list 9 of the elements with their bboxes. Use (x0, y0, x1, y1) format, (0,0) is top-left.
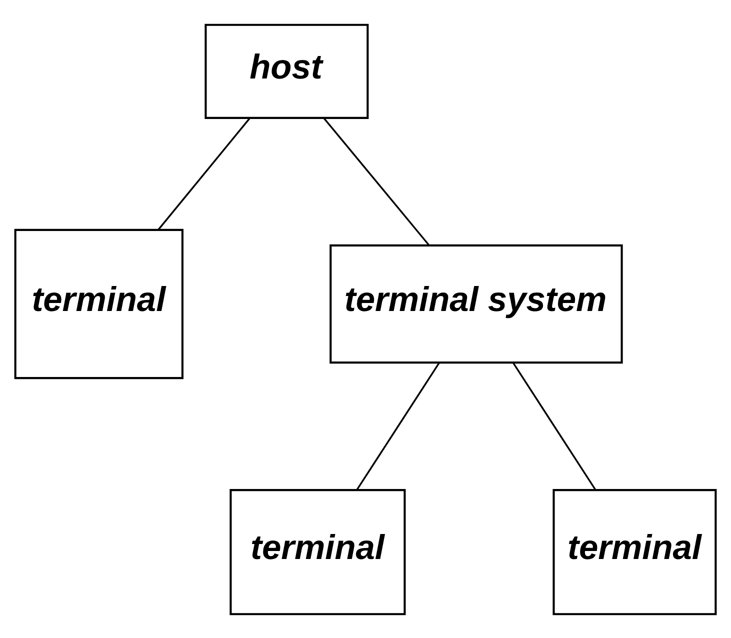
node-box: terminal (552, 488, 717, 615)
connector (323, 117, 430, 245)
connector (356, 362, 440, 490)
node-box: terminal (230, 488, 406, 615)
connector (158, 117, 250, 230)
node-box: host (204, 23, 369, 118)
node-box: terminal (14, 228, 184, 379)
connector (512, 362, 596, 490)
node-box: terminal system (330, 244, 623, 364)
